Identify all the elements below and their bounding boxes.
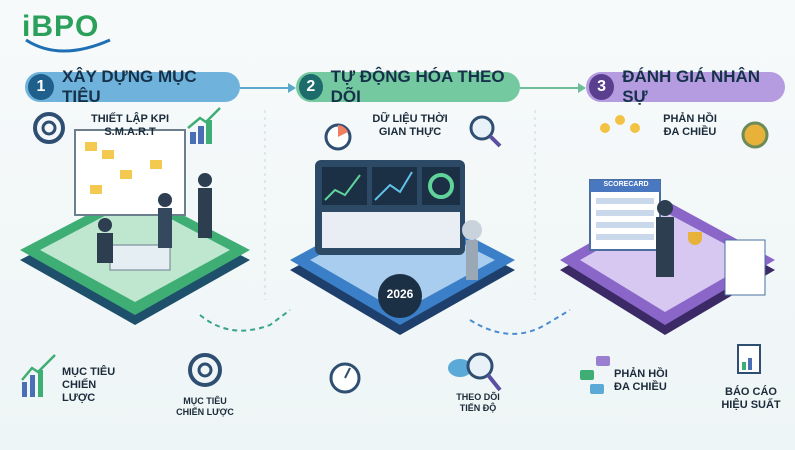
step-1-title: XÂY DỰNG MỤC TIÊU (61, 67, 197, 106)
scorecard-title: SCORECARD (603, 181, 649, 188)
arrow-head-2 (578, 83, 586, 93)
target-icon-bottom (188, 353, 222, 387)
person (198, 173, 212, 187)
step-2-banner: 2 TỰ ĐỘNG HÓA THEO DÕI (296, 67, 520, 106)
platform-1 (20, 129, 250, 325)
strategic-goal-label: MỤC TIÊU CHIẾN LƯỢC (62, 366, 116, 404)
robot (462, 220, 482, 240)
target-icon (33, 112, 65, 144)
strategic-goal-label-2: MỤC TIÊU CHIẾN LƯỢC (176, 396, 234, 417)
cloud-magnifier-icon (448, 352, 502, 392)
medal-icon (741, 121, 769, 149)
step-1-number: 1 (28, 74, 54, 100)
step-2-title: TỰ ĐỘNG HÓA THEO DÕI (330, 67, 505, 106)
chat-bubbles-icon (580, 356, 610, 394)
growth-chart-icon-bottom (21, 354, 56, 397)
step-2-number: 2 (299, 74, 323, 100)
performance-report-label: BÁO CÁO HIỆU SUẤT (721, 386, 781, 411)
presenter (657, 200, 673, 216)
platform-3 (560, 115, 775, 335)
feedback-label-bottom: PHẢN HỒI ĐA CHIỀU (614, 368, 668, 393)
step-3-banner: 3 ĐÁNH GIÁ NHÂN SỰ (586, 67, 785, 106)
year-display: 2026 (386, 287, 414, 301)
growth-chart-icon (187, 107, 221, 144)
stopwatch-icon (324, 123, 352, 151)
report-icon (737, 344, 761, 374)
stopwatch-icon-bottom (329, 362, 361, 394)
logo-swoosh (25, 38, 111, 53)
ibpo-logo: iBPO (22, 10, 100, 43)
dashed-arrow-2 (469, 309, 571, 335)
arrow-head-1 (288, 83, 296, 93)
trophy (688, 232, 702, 245)
platform-2 (290, 160, 515, 335)
step-3-number: 3 (589, 74, 615, 100)
gear (378, 274, 422, 318)
kpi-smart-label: THIẾT LẬP KPI S.M.A.R.T (90, 113, 170, 138)
magnifier-chart-icon (469, 115, 502, 148)
report-clipboard (724, 239, 766, 296)
progress-tracking-label: THEO DÕI TIẾN ĐỘ (456, 392, 500, 413)
feedback-label: PHẢN HỒI ĐA CHIỀU (663, 113, 717, 138)
step-3-title: ĐÁNH GIÁ NHÂN SỰ (622, 67, 761, 106)
dashed-arrow-1 (199, 309, 291, 332)
realtime-data-label: DỮ LIỆU THỜI GIAN THỰC (372, 113, 448, 138)
stars-icon (600, 115, 640, 133)
desk (109, 244, 171, 271)
step-1-banner: 1 XÂY DỰNG MỤC TIÊU (25, 67, 240, 106)
